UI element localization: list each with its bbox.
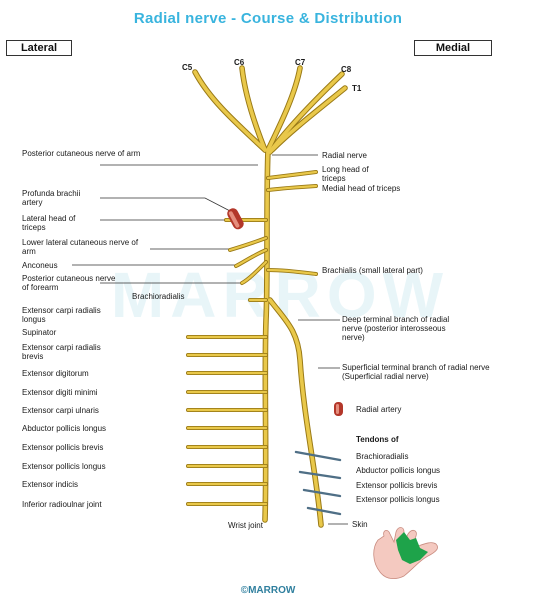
label-extensor-pollicis-longus: Extensor pollicis longus	[22, 462, 106, 471]
radial-artery-icon	[334, 402, 343, 416]
tendon-brachioradialis: Brachioradialis	[356, 452, 409, 461]
label-deep-terminal-branch: Deep terminal branch of radial nerve (po…	[342, 315, 450, 342]
right-branches	[266, 170, 318, 276]
tendon-ticks	[294, 450, 342, 516]
nerve-trunks	[192, 65, 348, 528]
label-skin: Skin	[352, 520, 368, 529]
label-ecrb: Extensor carpi radialis brevis	[22, 343, 101, 361]
label-inferior-radioulnar-joint: Inferior radioulnar joint	[22, 500, 102, 509]
medial-label: Medial	[414, 40, 492, 56]
root-c5: C5	[182, 63, 193, 72]
label-extensor-pollicis-brevis: Extensor pollicis brevis	[22, 443, 104, 452]
page-title: Radial nerve - Course & Distribution	[133, 10, 403, 27]
hand-skin-icon	[373, 527, 438, 580]
label-superficial-terminal-branch: Superficial terminal branch of radial ne…	[342, 363, 490, 381]
label-posterior-cutaneous-forearm: Posterior cutaneous nerve of forearm	[22, 274, 116, 292]
label-anconeus: Anconeus	[22, 261, 58, 270]
root-c6: C6	[234, 58, 245, 67]
label-extensor-digiti-minimi: Extensor digiti minimi	[22, 388, 98, 397]
label-brachialis: Brachialis (small lateral part)	[322, 266, 423, 275]
root-t1: T1	[352, 84, 362, 93]
label-brachioradialis: Brachioradialis	[132, 292, 185, 301]
label-extensor-indicis: Extensor indicis	[22, 480, 79, 489]
label-wrist-joint: Wrist joint	[228, 521, 263, 530]
label-supinator: Supinator	[22, 328, 57, 337]
label-long-head-triceps: Long head of triceps	[322, 165, 369, 183]
label-lateral-head-triceps: Lateral head of triceps	[22, 214, 76, 232]
label-radial-nerve: Radial nerve	[322, 151, 367, 160]
tendon-extensor-pollicis-brevis: Extensor pollicis brevis	[356, 481, 438, 490]
leader-profunda-brachii	[100, 197, 233, 213]
left-branches	[186, 218, 268, 506]
root-c7: C7	[295, 58, 306, 67]
label-extensor-digitorum: Extensor digitorum	[22, 369, 89, 378]
tendon-abductor-pollicis-longus: Abductor pollicis longus	[356, 466, 441, 475]
label-extensor-carpi-ulnaris: Extensor carpi ulnaris	[22, 406, 99, 415]
label-posterior-cutaneous-arm: Posterior cutaneous nerve of arm	[22, 149, 141, 158]
brand-footer: ©MARROW	[240, 585, 296, 596]
tendon-extensor-pollicis-longus: Extensor pollicis longus	[356, 495, 440, 504]
tendons-heading: Tendons of	[356, 435, 399, 444]
label-abductor-pollicis-longus: Abductor pollicis longus	[22, 424, 107, 433]
profunda-artery-icon	[227, 208, 244, 230]
leader-lines	[72, 154, 348, 525]
label-ecrl: Extensor carpi radialis longus	[22, 306, 101, 324]
lateral-label: Lateral	[6, 40, 72, 56]
label-lower-lateral-cutaneous: Lower lateral cutaneous nerve of arm	[22, 238, 139, 256]
root-c8: C8	[341, 65, 352, 74]
label-radial-artery: Radial artery	[356, 405, 402, 414]
label-medial-head-triceps: Medial head of triceps	[322, 184, 401, 193]
label-profunda-brachii: Profunda brachii artery	[22, 189, 81, 207]
